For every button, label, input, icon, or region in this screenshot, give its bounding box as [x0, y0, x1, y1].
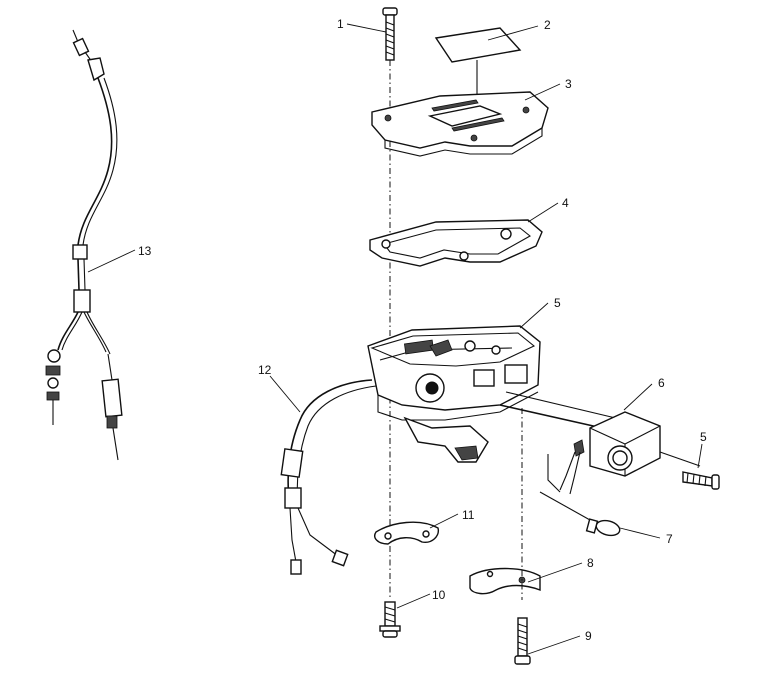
callout-5-screw: 5: [700, 430, 707, 444]
wire-harness: [280, 379, 377, 575]
callout-5-housing: 5: [554, 296, 561, 310]
throttle-cable: [45, 29, 123, 461]
callout-10: 10: [432, 588, 446, 602]
decal: [434, 27, 522, 98]
callout-3: 3: [565, 77, 572, 91]
clamp: [469, 408, 541, 600]
callout-4: 4: [562, 196, 569, 210]
callout-labels: 1 2 3 4 5 5 6 7 8 9 10 11 12 13: [138, 17, 707, 643]
callout-2: 2: [544, 18, 551, 32]
spring-clip: [374, 521, 439, 545]
screw-lower-right: [514, 617, 531, 665]
callout-1: 1: [337, 17, 344, 31]
gasket: [369, 219, 543, 267]
cover: [371, 91, 549, 157]
leader-lines: [87, 23, 703, 655]
callout-6: 6: [658, 376, 665, 390]
callout-11: 11: [462, 508, 475, 522]
screw-lower-left: [379, 601, 401, 638]
callout-9: 9: [585, 629, 592, 643]
callout-8: 8: [587, 556, 594, 570]
screw-top: [382, 7, 398, 61]
callout-13: 13: [138, 244, 152, 258]
throttle-housing: [367, 325, 625, 463]
indicator-bulb: [539, 491, 621, 537]
screw-right: [682, 471, 720, 490]
callout-7: 7: [666, 532, 673, 546]
control-switch: [547, 411, 701, 495]
callout-12: 12: [258, 363, 272, 377]
